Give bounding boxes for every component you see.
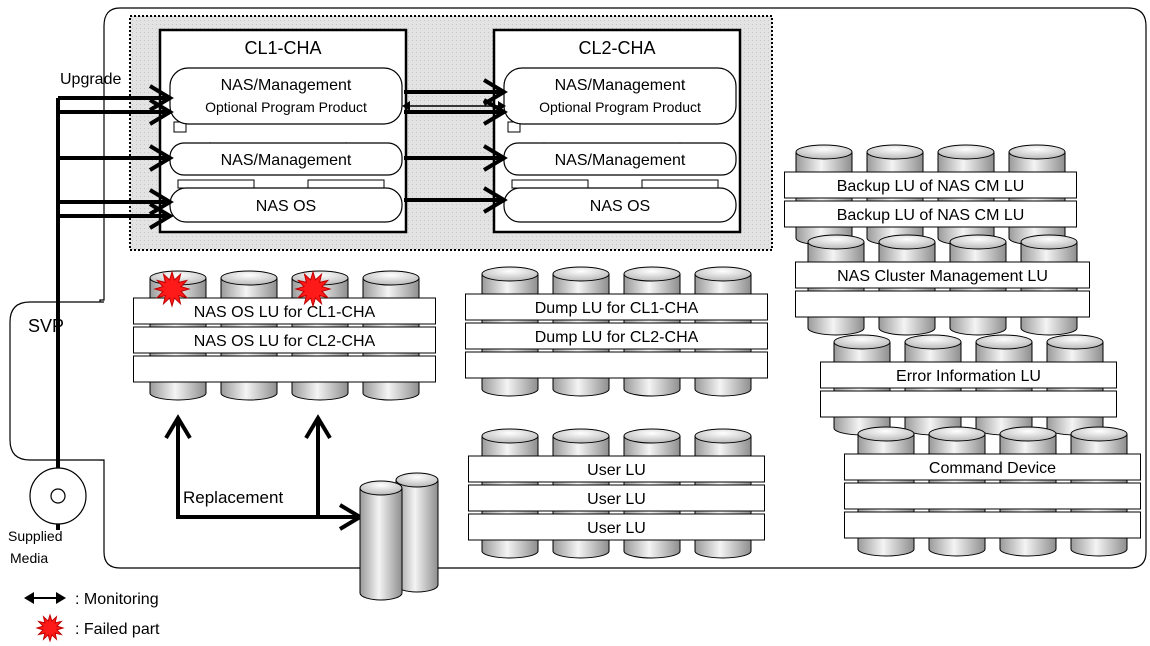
module-management-label: NAS/Management [221, 152, 352, 169]
failed-burst-icon [35, 613, 65, 643]
lu-label: User LU [587, 491, 646, 508]
supplied-media-disc-icon [29, 467, 87, 525]
lu-bar [465, 322, 768, 350]
supplied-media-line2: Media [10, 550, 48, 566]
module-optional-line2: Optional Program Product [205, 99, 367, 115]
lu-bar [133, 326, 436, 354]
lu-bar [784, 171, 1077, 199]
lu-bar [468, 484, 765, 512]
lu-bar [465, 351, 768, 379]
lu-label: Dump LU for CL2-CHA [535, 329, 699, 346]
command-device-lu-group: Command Device [844, 426, 1141, 557]
lu-label: NAS Cluster Management LU [837, 268, 1048, 285]
module-management-label: NAS/Management [555, 152, 686, 169]
lu-label: Error Information LU [896, 368, 1041, 385]
lu-bar [795, 261, 1090, 289]
monitoring-arrow [402, 101, 506, 111]
module-optional-line1: NAS/Management [555, 77, 686, 94]
module-nas-os-label: NAS OS [590, 198, 650, 215]
cha-title: CL1-CHA [244, 38, 321, 58]
upgrade-label: Upgrade [60, 71, 121, 88]
double-arrow-icon [24, 592, 66, 604]
lu-bar [133, 297, 436, 325]
legend-monitoring-label: : Monitoring [75, 591, 159, 608]
lu-bar [468, 513, 765, 541]
lu-bar [784, 200, 1077, 228]
replacement-arrows [164, 414, 364, 531]
module-optional [503, 67, 737, 125]
lu-bar [844, 511, 1141, 539]
cluster-mgmt-lu-group: NAS Cluster Management LU [795, 234, 1090, 336]
lu-bar [844, 453, 1141, 481]
svp-label: SVP [28, 316, 64, 336]
supplied-media-line1: Supplied [8, 528, 63, 544]
module-nas-os [169, 187, 403, 223]
nas-os-lu-group: NAS OS LU for CL1-CHA NAS OS LU for CL2-C… [133, 270, 436, 401]
lu-label: NAS OS LU for CL1-CHA [194, 304, 376, 321]
upgrade-arrows [56, 78, 508, 530]
legend-failed-label: : Failed part [75, 621, 160, 638]
lu-bar [820, 390, 1117, 418]
module-optional-line1: NAS/Management [221, 77, 352, 94]
failed-burst-icon [153, 270, 191, 308]
legend: : Monitoring : Failed part [24, 591, 160, 643]
lu-label: Backup LU of NAS CM LU [837, 207, 1025, 224]
lu-bar [465, 293, 768, 321]
lu-bar [468, 455, 765, 483]
user-lu-group: User LU User LU User LU [468, 428, 765, 559]
lu-bar [820, 361, 1117, 389]
module-optional-line2: Optional Program Product [539, 99, 701, 115]
lu-label: Dump LU for CL1-CHA [535, 300, 699, 317]
failed-burst-icon [35, 613, 65, 643]
cha-title: CL2-CHA [578, 38, 655, 58]
replacement-label: Replacement [183, 488, 283, 507]
module-nas-os [503, 187, 737, 223]
lu-bar [844, 482, 1141, 510]
lu-label: NAS OS LU for CL2-CHA [194, 333, 376, 350]
lu-bar [795, 290, 1090, 318]
dump-lu-group: Dump LU for CL1-CHA Dump LU for CL2-CHA [465, 266, 768, 397]
module-nas-os-label: NAS OS [256, 198, 316, 215]
lu-label: Backup LU of NAS CM LU [837, 178, 1025, 195]
lu-bar [133, 355, 436, 383]
lu-label: User LU [587, 462, 646, 479]
failed-burst-icon [294, 270, 332, 308]
lu-label: Command Device [929, 460, 1056, 477]
error-info-lu-group: Error Information LU [820, 334, 1117, 436]
spare-drives [359, 472, 439, 601]
lu-label: User LU [587, 520, 646, 537]
